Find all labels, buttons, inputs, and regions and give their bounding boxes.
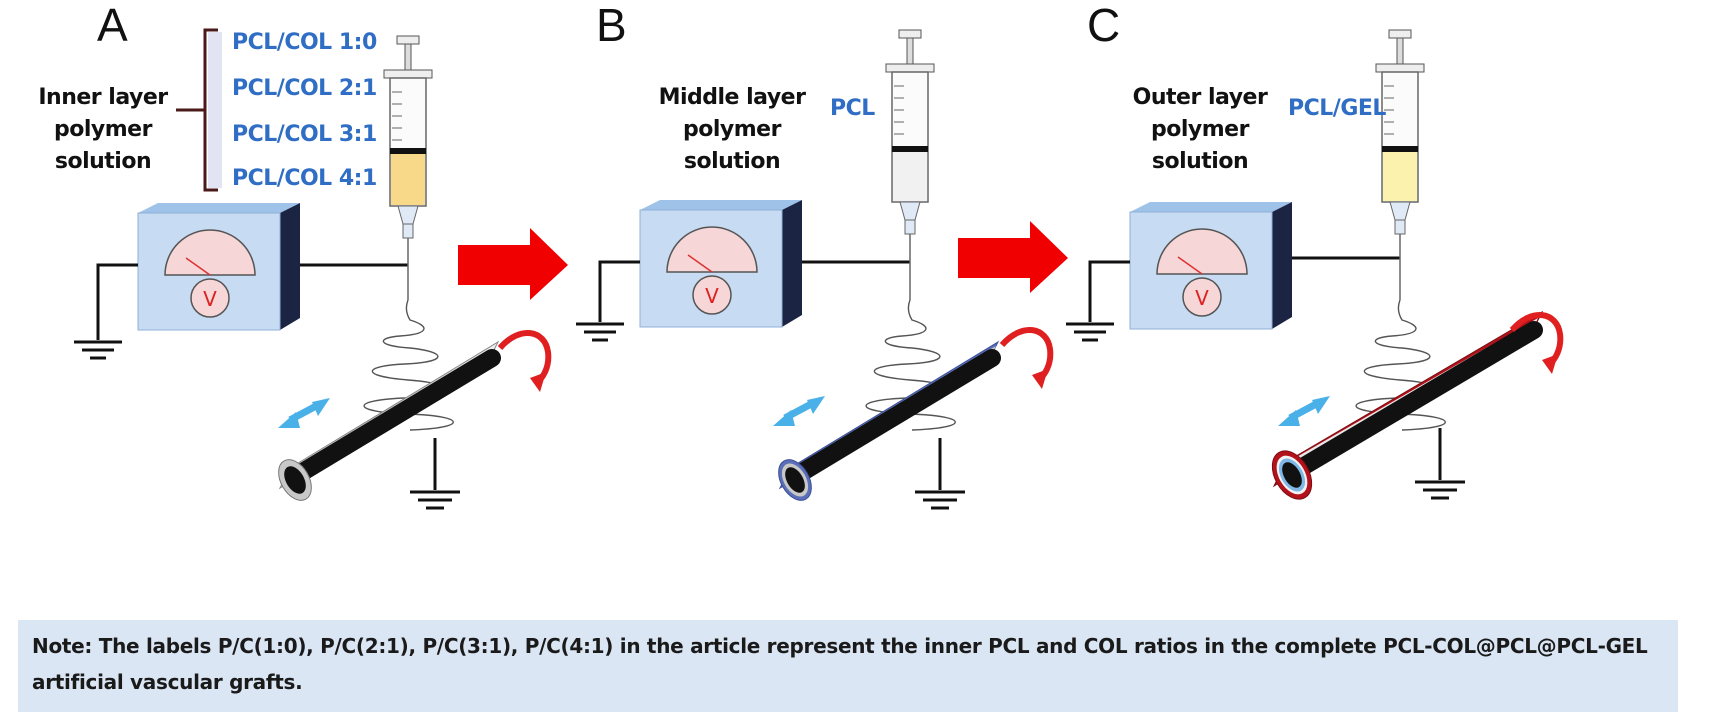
solution-bracket bbox=[176, 28, 218, 192]
panel-a: V bbox=[74, 28, 552, 510]
panel-letter-a: A bbox=[97, 0, 128, 51]
panel-letter-b: B bbox=[596, 0, 627, 51]
motion-arrow-a bbox=[278, 398, 330, 428]
note-box: Note: The labels P/C(1:0), P/C(2:1), P/C… bbox=[18, 620, 1678, 712]
note-text: Note: The labels P/C(1:0), P/C(2:1), P/C… bbox=[32, 634, 1648, 694]
solution-label-pcl: PCL bbox=[830, 96, 875, 121]
voltmeter-b: V bbox=[639, 200, 802, 328]
voltmeter-symbol-a: V bbox=[203, 287, 217, 311]
voltmeter-symbol-b: V bbox=[705, 284, 719, 308]
solution-label-3-1: PCL/COL 3:1 bbox=[232, 122, 377, 147]
solution-label-2-1: PCL/COL 2:1 bbox=[232, 76, 377, 101]
solution-label-pcl-gel: PCL/GEL bbox=[1288, 96, 1386, 121]
panel-b: V bbox=[576, 29, 1054, 510]
outer-layer-label: Outer layer polymer solution bbox=[1132, 85, 1268, 174]
voltmeter-c: V bbox=[1129, 202, 1292, 330]
step-arrow-2 bbox=[958, 221, 1068, 293]
step-arrow-1 bbox=[458, 228, 568, 300]
syringe-c bbox=[1375, 29, 1425, 300]
panel-c: V bbox=[1066, 29, 1564, 500]
motion-arrow-c bbox=[1278, 396, 1330, 426]
syringe-a bbox=[383, 35, 433, 300]
collector-tube-a bbox=[278, 340, 501, 501]
collector-tube-c bbox=[1271, 310, 1544, 500]
inner-layer-label: Inner layer polymer solution bbox=[38, 85, 168, 174]
bracket-fill bbox=[208, 32, 222, 188]
motion-arrow-b bbox=[773, 396, 825, 426]
solution-label-4-1: PCL/COL 4:1 bbox=[232, 166, 377, 191]
electrospinning-diagram: V bbox=[74, 28, 1564, 510]
panel-letter-c: C bbox=[1087, 0, 1121, 51]
voltmeter-symbol-c: V bbox=[1195, 286, 1209, 310]
middle-layer-label: Middle layer polymer solution bbox=[658, 85, 806, 174]
syringe-b bbox=[885, 29, 935, 300]
voltmeter-a: V bbox=[137, 203, 300, 331]
solution-label-1-0: PCL/COL 1:0 bbox=[232, 30, 377, 55]
collector-tube-b bbox=[778, 340, 1001, 501]
